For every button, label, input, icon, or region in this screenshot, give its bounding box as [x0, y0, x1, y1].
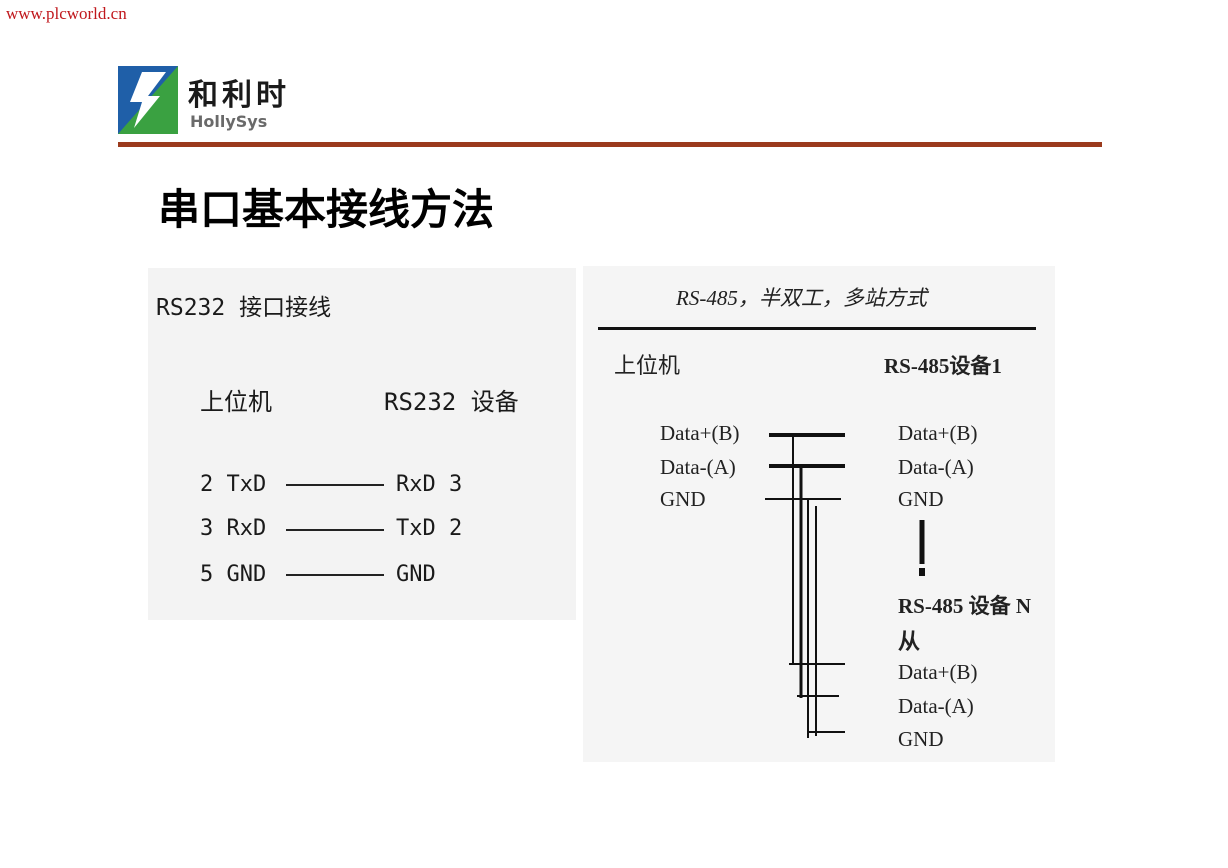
rs232-heading: RS232 接口接线	[156, 295, 332, 321]
rs485-heading: RS-485，半双工，多站方式	[676, 286, 927, 310]
rs485-bus-wiring	[765, 433, 925, 738]
rs485-host-label: 上位机	[614, 353, 681, 378]
brand-name-en: HollySys	[190, 112, 268, 131]
deviceN-signal: Data-(A)	[898, 694, 974, 718]
rs232-row-right: GND	[396, 562, 436, 587]
page-title: 串口基本接线方法	[158, 185, 495, 234]
device1-signal: GND	[898, 487, 944, 511]
deviceN-signal: Data+(B)	[898, 660, 978, 684]
deviceN-signal: GND	[898, 727, 944, 751]
rs485-diagram-panel	[583, 266, 1055, 762]
device1-signal: Data+(B)	[898, 421, 978, 445]
rs232-row-right: TxD 2	[396, 516, 463, 541]
rs232-row-left: 3 RxD	[200, 516, 267, 541]
rs232-wire	[286, 574, 384, 576]
rs485-heading-rule	[598, 327, 1036, 330]
hollysys-logo-icon	[118, 66, 178, 134]
rs232-diagram-panel	[148, 268, 576, 620]
device1-signal: Data-(A)	[898, 455, 974, 479]
rs232-row-left: 2 TxD	[200, 472, 267, 497]
rs485-deviceN-label: RS-485 设备 N	[898, 594, 1032, 618]
host-signal: GND	[660, 487, 706, 511]
rs232-host-label: 上位机	[200, 388, 272, 416]
rs232-row-right: RxD 3	[396, 472, 463, 497]
host-signal: Data-(A)	[660, 455, 736, 479]
watermark-link[interactable]: www.plcworld.cn	[6, 4, 127, 23]
device-continuation-dot	[919, 568, 925, 576]
rs485-deviceN-label-line2: 从	[898, 629, 921, 654]
rs232-wire	[286, 484, 384, 486]
rs232-row-left: 5 GND	[200, 562, 267, 587]
header-divider	[118, 142, 1102, 147]
host-signal: Data+(B)	[660, 421, 740, 445]
rs232-device-label: RS232 设备	[384, 388, 519, 416]
rs232-wire	[286, 529, 384, 531]
brand-name-cn: 和利时	[188, 78, 290, 113]
rs485-device1-label: RS-485设备1	[884, 354, 1002, 378]
